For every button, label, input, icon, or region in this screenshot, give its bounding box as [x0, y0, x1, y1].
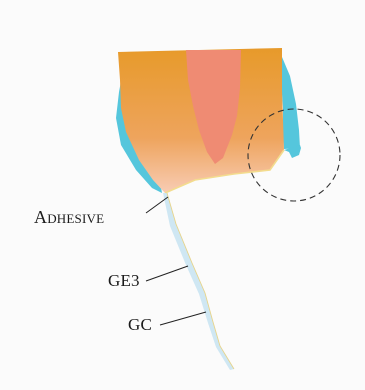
adhesive-label: Adhesive — [34, 207, 104, 228]
adhesive-leader-line — [146, 197, 168, 213]
right-cyan-layer — [281, 57, 300, 149]
fiber-strip — [163, 193, 234, 370]
gc-leader-line — [160, 312, 206, 325]
ge3-leader-line — [146, 266, 188, 281]
gc-label: GC — [128, 315, 152, 335]
ge3-label: GE3 — [108, 271, 140, 291]
fiber-strip-edge — [167, 193, 234, 369]
